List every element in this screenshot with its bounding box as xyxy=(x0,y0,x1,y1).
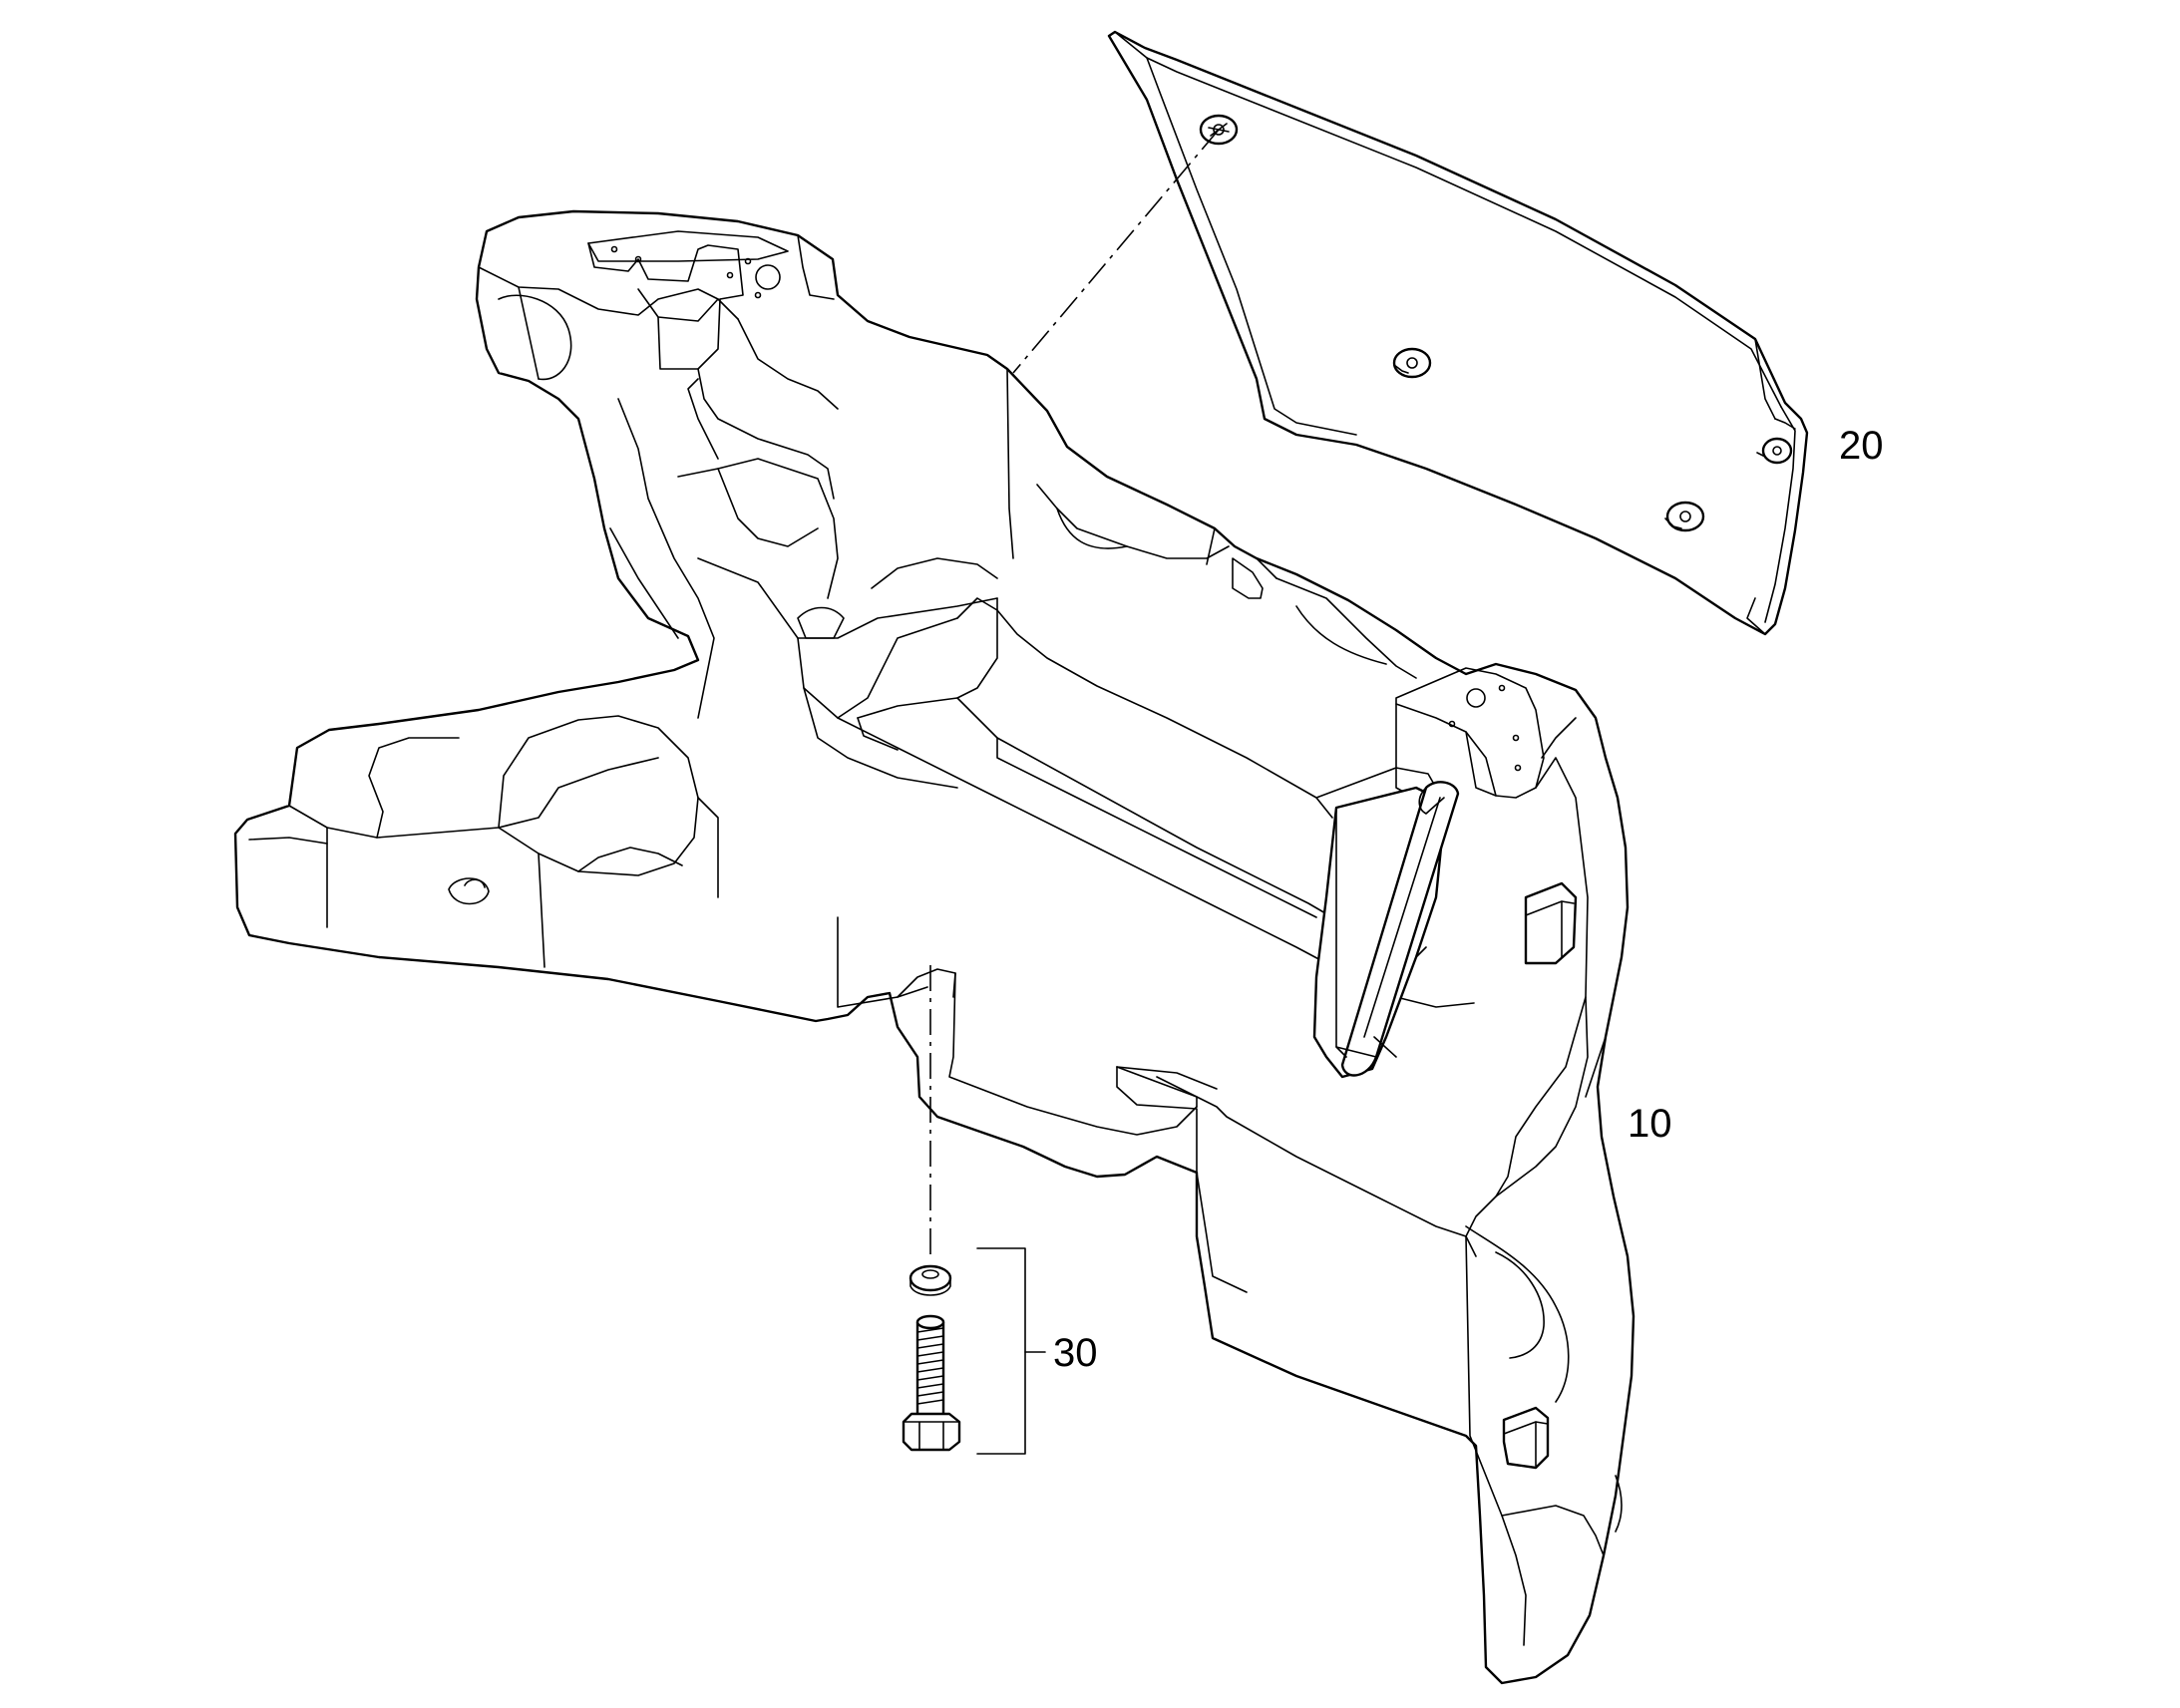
fastener-part xyxy=(902,1264,961,1452)
washer xyxy=(908,1264,952,1296)
panel-clip xyxy=(1756,437,1793,465)
carrier-part xyxy=(233,209,1635,1685)
panel-clip xyxy=(1392,347,1432,379)
callout-30: 30 xyxy=(1053,1331,1098,1375)
callout-20: 20 xyxy=(1839,424,1884,468)
bolt xyxy=(902,1314,961,1452)
bracket-30 xyxy=(976,1247,1026,1455)
centerline-cover-clip xyxy=(1012,129,1220,374)
callout-10: 10 xyxy=(1628,1102,1672,1146)
panel-clip xyxy=(1664,501,1705,532)
